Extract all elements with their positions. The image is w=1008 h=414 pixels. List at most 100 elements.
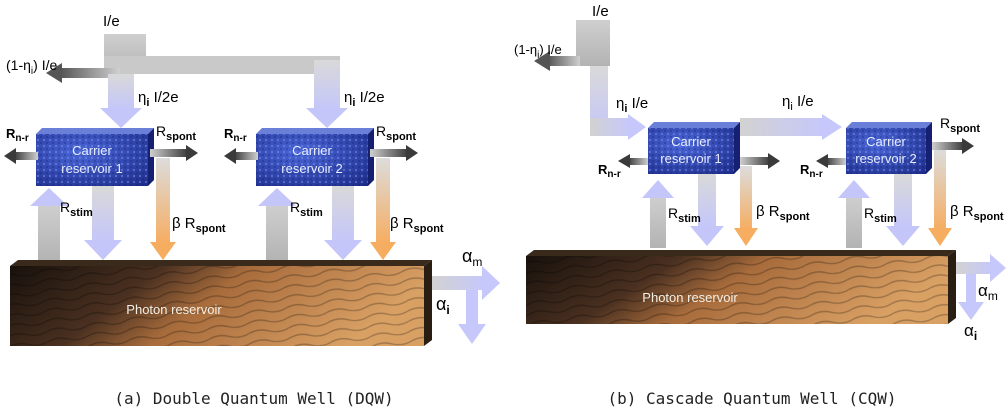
alpha-i-arrow [458, 290, 486, 344]
bb2-text: β R [950, 203, 974, 220]
rnr2-sub: n-r [233, 133, 246, 144]
bb1-sub: spont [780, 211, 810, 223]
nonradiative-arrow-2-b [816, 154, 846, 168]
rnrb1-sub: n-r [607, 169, 620, 180]
rstb2-r: R [864, 205, 874, 221]
rnr2-r: R [224, 126, 234, 141]
spontaneous-arrow-2 [370, 145, 418, 161]
injection-label-1: ηi I/2e [138, 89, 179, 109]
beta-spont-arrow-2-b [928, 150, 952, 246]
rnrb1-r: R [598, 162, 608, 177]
rstim-label-1: Rstim [60, 199, 93, 219]
loss-tail: ) I/e [33, 57, 57, 73]
lossb-text: (1-η [514, 42, 537, 57]
beta-label-b1: β Rspont [756, 203, 810, 223]
rstb1-r: R [668, 205, 678, 221]
rnr-label-1: Rn-r [6, 126, 29, 144]
reservoir-1b-line1: Carrier [671, 134, 711, 149]
rsp2-r: R [376, 123, 386, 139]
rsp2-sub: spont [386, 131, 416, 143]
b1-sub: spont [196, 223, 226, 235]
alpha-i-label: αi [436, 294, 450, 317]
rnr-label-2: Rn-r [224, 126, 247, 144]
bb1-text: β R [756, 203, 780, 220]
stim-up-arrow-2-b [838, 180, 870, 248]
aib-a: α [964, 321, 974, 340]
inj2-eta: η [344, 89, 352, 106]
beta-label-1: β Rspont [172, 215, 226, 235]
loss-sub: i [31, 66, 33, 77]
carrier-reservoir-1: Carrier reservoir 1 [36, 128, 154, 186]
rsp1-r: R [156, 123, 166, 139]
panel-b: Carrier reservoir 1 Carrier reservoir 2 [514, 3, 1006, 408]
rnr1-sub: n-r [15, 133, 28, 144]
stim-down-arrow-1 [84, 186, 122, 260]
inj1-sub: i [146, 97, 149, 109]
b2-sub: spont [414, 223, 444, 235]
nonradiative-arrow-1-b [618, 154, 648, 168]
injection-label-2: ηi I/2e [344, 89, 385, 109]
lossb-tail: ) I/e [539, 42, 561, 57]
rst1-sub: stim [70, 207, 93, 219]
spontaneous-arrow-1-b [740, 153, 780, 169]
carrier-reservoir-2-b: Carrier reservoir 2 [846, 122, 932, 174]
loss-label-b: (1-ηi) I/e [514, 42, 562, 61]
rspont-label-b2: Rspont [940, 115, 980, 135]
stim-down-arrow-2-b [886, 174, 920, 246]
carrier-reservoir-1-b: Carrier reservoir 1 [648, 122, 740, 174]
inj2-sub: i [352, 97, 355, 109]
rstb1-sub: stim [678, 213, 701, 225]
injection-label-b1: ηi I/e [616, 95, 648, 115]
b2-text: β R [390, 215, 414, 232]
beta-label-2: β Rspont [390, 215, 444, 235]
am-sub: m [472, 255, 482, 269]
alpha-m-label: αm [462, 246, 482, 269]
rstim-label-b2: Rstim [864, 205, 897, 225]
lossb-sub: i [537, 50, 539, 61]
aib-sub: i [974, 329, 977, 343]
photon-reservoir: Photon reservoir [10, 260, 432, 346]
rspont-label-2: Rspont [376, 123, 416, 143]
beta-label-b2: β Rspont [950, 203, 1004, 223]
panel-a: Carrier reservoir 1 Carrier reservoir 2 [4, 13, 500, 408]
spontaneous-arrow-1 [150, 145, 198, 161]
rnrb2-sub: n-r [809, 169, 822, 180]
rst2-r: R [290, 199, 300, 215]
caption-a: (a) Double Quantum Well (DQW) [114, 389, 393, 408]
input-label-b: I/e [592, 3, 609, 20]
injb1-eta: η [616, 95, 624, 112]
rspont-label-1: Rspont [156, 123, 196, 143]
input-current-arrow-b [576, 20, 646, 140]
alpha-m-arrow [432, 266, 500, 300]
rnr-label-b1: Rn-r [598, 162, 621, 180]
beta-spont-arrow-1-b [734, 166, 758, 246]
reservoir-2-line2: reservoir 2 [281, 161, 342, 176]
rsp1-sub: spont [166, 131, 196, 143]
stim-up-arrow-1-b [642, 180, 674, 248]
reservoir-1-line1: Carrier [72, 143, 112, 158]
reservoir-2b-line1: Carrier [866, 134, 906, 149]
beta-spont-arrow-2 [370, 158, 396, 260]
alpha-m-arrow-b [956, 254, 1006, 282]
carrier-reservoir-2: Carrier reservoir 2 [256, 128, 374, 186]
inj2-tail: I/2e [355, 89, 384, 106]
amb-a: α [978, 281, 988, 300]
loss-arrow-b [534, 51, 580, 71]
alpha-i-label-b: αi [964, 321, 977, 343]
nonradiative-arrow-1 [4, 148, 38, 164]
stim-up-arrow-2 [258, 188, 296, 262]
loss-text: (1-η [6, 57, 31, 73]
injection-arrow-2 [306, 60, 348, 128]
rspb2-sub: spont [950, 123, 980, 135]
reservoir-2-line1: Carrier [292, 143, 332, 158]
injb1-tail: I/e [627, 95, 648, 112]
rnr-label-b2: Rn-r [800, 162, 823, 180]
amb-sub: m [988, 289, 998, 303]
ai-sub: i [446, 303, 449, 317]
stim-up-arrow-1 [30, 188, 68, 262]
rstim-label-b1: Rstim [668, 205, 701, 225]
photon-reservoir-b-label: Photon reservoir [642, 290, 738, 305]
alpha-m-label-b: αm [978, 281, 998, 303]
rst2-sub: stim [300, 207, 323, 219]
